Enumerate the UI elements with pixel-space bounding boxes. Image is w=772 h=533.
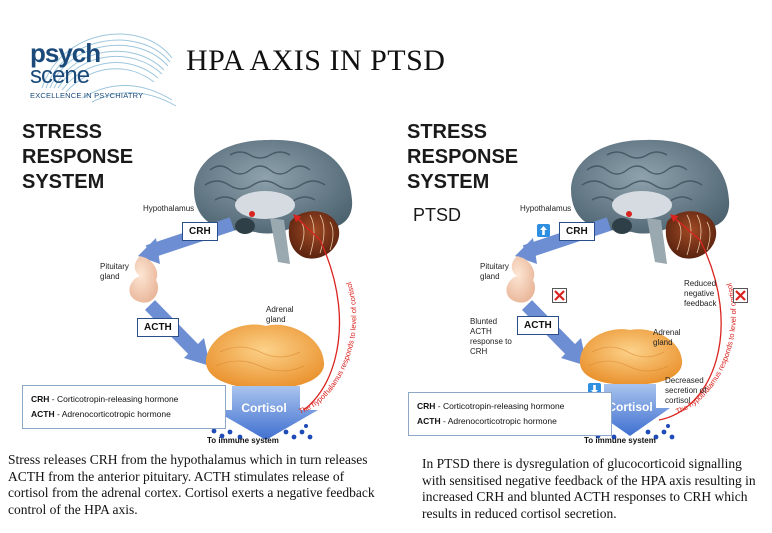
right-heading-line-2: RESPONSE: [407, 146, 519, 168]
left-immune-dots: [211, 424, 313, 440]
right-pituitary-icon: [506, 256, 536, 303]
right-pituitary-label: Pituitary gland: [480, 262, 509, 281]
right-heading-line-3: SYSTEM: [407, 171, 490, 193]
right-acth-box: ACTH: [517, 316, 559, 335]
left-acth-arrow-head: [184, 338, 210, 366]
left-adrenal-icon: [205, 324, 325, 389]
right-cerebellum-icon: [665, 211, 717, 259]
left-hypothalamus-dot: [249, 211, 255, 217]
left-cortisol-label: Cortisol: [241, 401, 287, 415]
left-crh-box: CRH: [182, 222, 218, 241]
left-legend-row-1: CRH - Corticotropin-releasing hormone: [31, 392, 217, 407]
right-immune-label: To immune system: [584, 436, 656, 445]
right-blunted-label: Blunted ACTH response to CRH: [470, 317, 512, 356]
left-pituitary-icon: [129, 256, 159, 303]
logo-word-psych: psych: [30, 38, 101, 68]
right-heading: STRESS RESPONSE SYSTEM: [407, 120, 547, 195]
left-cortisol-arrow: [214, 386, 318, 440]
left-legend-abbr-1: CRH: [31, 394, 50, 404]
left-legend-abbr-2: ACTH: [31, 409, 55, 419]
left-heading: STRESS RESPONSE SYSTEM: [22, 120, 162, 195]
left-acth-box: ACTH: [137, 318, 179, 337]
blunted-cross-icon: [552, 288, 567, 303]
left-pituitary-label: Pituitary gland: [100, 262, 129, 281]
right-legend-text-1: - Corticotropin-releasing hormone: [435, 401, 565, 411]
right-hypothalamus-dot: [626, 211, 632, 217]
left-legend-row-2: ACTH - Adrenocorticotropic hormone: [31, 407, 217, 422]
right-hypothalamus-label: Hypothalamus: [520, 204, 572, 213]
left-legend: CRH - Corticotropin-releasing hormone AC…: [22, 385, 226, 429]
left-heading-line-2: RESPONSE: [22, 146, 134, 168]
right-legend-row-1: CRH - Corticotropin-releasing hormone: [417, 399, 603, 414]
logo-word-scene: scene: [30, 62, 90, 89]
right-adrenal-label: Adrenal gland: [653, 328, 681, 347]
left-heading-line-1: STRESS: [22, 121, 103, 143]
left-legend-text-1: - Corticotropin-releasing hormone: [49, 394, 179, 404]
logo-tagline: EXCELLENCE IN PSYCHIATRY: [30, 91, 144, 100]
right-legend: CRH - Corticotropin-releasing hormone AC…: [408, 392, 612, 436]
right-adrenal-icon: [579, 329, 683, 385]
left-immune-label: To immune system: [207, 436, 279, 445]
left-caption: Stress releases CRH from the hypothalamu…: [8, 452, 375, 517]
right-reduced-label: Reduced negative feedback: [684, 279, 717, 308]
page-title: HPA AXIS IN PTSD: [186, 44, 446, 77]
left-legend-text-2: - Adrenocorticotropic hormone: [54, 409, 171, 419]
crh-increase-icon: [537, 224, 550, 237]
right-caption: In PTSD there is dysregulation of glucoc…: [422, 456, 756, 521]
right-legend-row-2: ACTH - Adrenocorticotropic hormone: [417, 414, 603, 429]
feedback-cross-icon: [733, 288, 748, 303]
right-brain-icon: [571, 139, 730, 264]
ptsd-label: PTSD: [413, 205, 462, 225]
logo-swirl-icon: [41, 33, 177, 107]
right-legend-abbr-2: ACTH: [417, 416, 441, 426]
right-decreased-label: Decreased secretion of cortisol: [665, 376, 707, 405]
right-crh-box: CRH: [559, 222, 595, 241]
right-feedback-arrow: [658, 214, 722, 421]
right-legend-text-2: - Adrenocorticotropic hormone: [440, 416, 557, 426]
right-legend-abbr-1: CRH: [417, 401, 436, 411]
left-heading-line-3: SYSTEM: [22, 171, 105, 193]
left-hypothalamus-label: Hypothalamus: [143, 204, 195, 213]
left-adrenal-label: Adrenal gland: [266, 305, 294, 324]
right-heading-line-1: STRESS: [407, 121, 488, 143]
psychscene-logo: [22, 18, 182, 108]
right-cortisol-label: Cortisol: [607, 400, 653, 414]
